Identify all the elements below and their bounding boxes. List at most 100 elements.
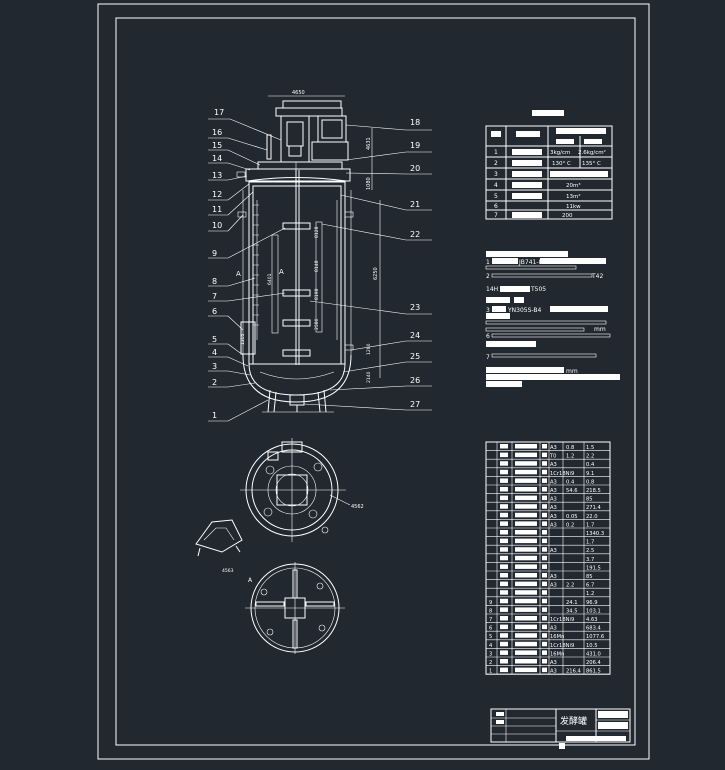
spec-row-5-no: 5: [494, 193, 498, 200]
right-dim-1: 4631: [366, 137, 372, 150]
parts-table-material: A3: [550, 479, 557, 485]
spec-row-2-v1: 130° C: [552, 161, 571, 167]
section-label-a2: A: [279, 268, 284, 276]
parts-table-redacted-cell: [515, 633, 537, 638]
note-t505: T505: [530, 286, 546, 293]
callout-7: 7: [212, 292, 217, 301]
parts-table-material: A3: [550, 574, 557, 580]
parts-table-redacted-cell: [500, 607, 508, 612]
parts-table-item-no: 1: [489, 669, 492, 675]
parts-table-redacted-cell: [542, 547, 547, 552]
note-3-no: 3: [486, 307, 490, 314]
parts-table-redacted-cell: [500, 521, 508, 526]
note-1-text: JB741-80: [518, 259, 546, 266]
right-callouts: 18 19 20 21 22 23 24 25 26 27: [303, 118, 432, 411]
parts-table-redacted-cell: [500, 624, 508, 630]
left-dim-2: 1305: [240, 333, 246, 345]
left-callouts: 17 16 15 14 13 12 11 10 9 8 7 6 5 4 3 2 …: [208, 108, 286, 422]
parts-table-redacted-cell: [515, 469, 537, 475]
parts-table-redacted-cell: [500, 650, 508, 655]
parts-table-unit-weight: 216.4: [566, 669, 582, 675]
callout-17: 17: [214, 108, 224, 117]
parts-table-redacted-cell: [542, 641, 547, 647]
right-small-dim-2: 2140: [366, 371, 372, 383]
callout-26: 26: [410, 376, 420, 385]
spec-row-3-no: 3: [494, 171, 498, 178]
parts-table-material: 16Mn: [550, 651, 564, 657]
callout-27: 27: [410, 400, 420, 409]
parts-table-redacted-cell: [500, 478, 508, 483]
parts-table-total-weight: 85: [586, 497, 593, 503]
right-small-dim-1: 1280: [366, 343, 372, 355]
callout-15: 15: [212, 141, 222, 150]
spec-row-6-no: 6: [494, 203, 498, 210]
callout-3: 3: [212, 362, 217, 371]
parts-table-item-no: 2: [489, 660, 492, 666]
spec-row-7-v2: 200: [562, 213, 573, 219]
parts-table-redacted-cell: [515, 504, 537, 509]
parts-table-redacted-cell: [542, 607, 547, 612]
section-label-aa: A: [248, 577, 253, 584]
parts-table-redacted-cell: [542, 452, 547, 458]
parts-table-material: A3: [550, 626, 557, 632]
parts-table-redacted-cell: [542, 469, 547, 475]
parts-table-material: 1Cr18Ni9: [550, 617, 574, 623]
parts-table-redacted-cell: [500, 452, 508, 458]
parts-table-redacted-cell: [542, 633, 547, 638]
parts-table-redacted-cell: [500, 590, 508, 595]
parts-table-redacted-cell: [500, 512, 508, 518]
parts-table-redacted-cell: [515, 487, 537, 492]
parts-table-redacted-cell: [500, 659, 508, 664]
parts-table-material: A3: [550, 445, 557, 451]
detail-dimension: 4563: [222, 568, 234, 574]
parts-table-redacted-cell: [515, 555, 537, 561]
note-3-text: YN305S-B4: [507, 307, 541, 314]
parts-table-redacted-cell: [515, 598, 537, 604]
vessel-elevation: 4650 4631 1080 6250: [236, 90, 381, 413]
parts-table-redacted-cell: [515, 667, 537, 673]
parts-table-redacted-cell: [542, 512, 547, 518]
parts-table-material: A3: [550, 669, 557, 675]
parts-table-redacted-cell: [515, 478, 537, 483]
left-dim-1: 6401: [267, 273, 273, 285]
parts-table-total-weight: 9.1: [586, 471, 594, 477]
callout-24: 24: [410, 331, 420, 340]
parts-table-redacted-cell: [542, 564, 547, 569]
parts-table-redacted-cell: [515, 616, 537, 621]
parts-table-total-weight: 1340.3: [586, 531, 604, 537]
parts-table-redacted-cell: [500, 538, 508, 544]
detail-view: 4563: [195, 519, 243, 574]
spec-row-1-v1: 3kg/cm: [550, 150, 570, 156]
section-a-a-view: A: [245, 562, 345, 654]
parts-table-redacted-cell: [515, 452, 537, 458]
parts-table-item-no: 9: [489, 600, 492, 606]
parts-table-unit-weight: 0.05: [566, 514, 578, 520]
parts-table-total-weight: 85: [586, 574, 593, 580]
parts-table-total-weight: 271.4: [586, 505, 602, 511]
parts-table-redacted-cell: [542, 444, 547, 449]
parts-table-redacted-cell: [515, 461, 537, 466]
callout-12: 12: [212, 190, 222, 199]
callout-8: 8: [212, 277, 217, 286]
parts-table-redacted-cell: [500, 633, 508, 638]
spec-row-1-no: 1: [494, 149, 498, 156]
parts-table-unit-weight: 2.2: [566, 583, 574, 589]
parts-table-redacted-cell: [500, 641, 508, 647]
note-7-text: mm: [566, 368, 578, 375]
parts-table-redacted-cell: [515, 512, 537, 518]
callout-16: 16: [212, 128, 222, 137]
parts-table-redacted-cell: [515, 624, 537, 630]
parts-table-redacted-cell: [500, 581, 508, 587]
parts-table-item-no: 6: [489, 626, 492, 632]
callout-9: 9: [212, 249, 217, 258]
parts-table-unit-weight: 0.2: [566, 522, 574, 528]
parts-table-redacted-cell: [515, 538, 537, 544]
parts-table-redacted-cell: [515, 650, 537, 655]
parts-table-material: A3: [550, 583, 557, 589]
parts-table-total-weight: 218.5: [586, 488, 601, 494]
parts-table-redacted-cell: [542, 521, 547, 526]
parts-table-redacted-cell: [500, 667, 508, 673]
callout-25: 25: [410, 352, 420, 361]
parts-table-redacted-cell: [542, 538, 547, 544]
